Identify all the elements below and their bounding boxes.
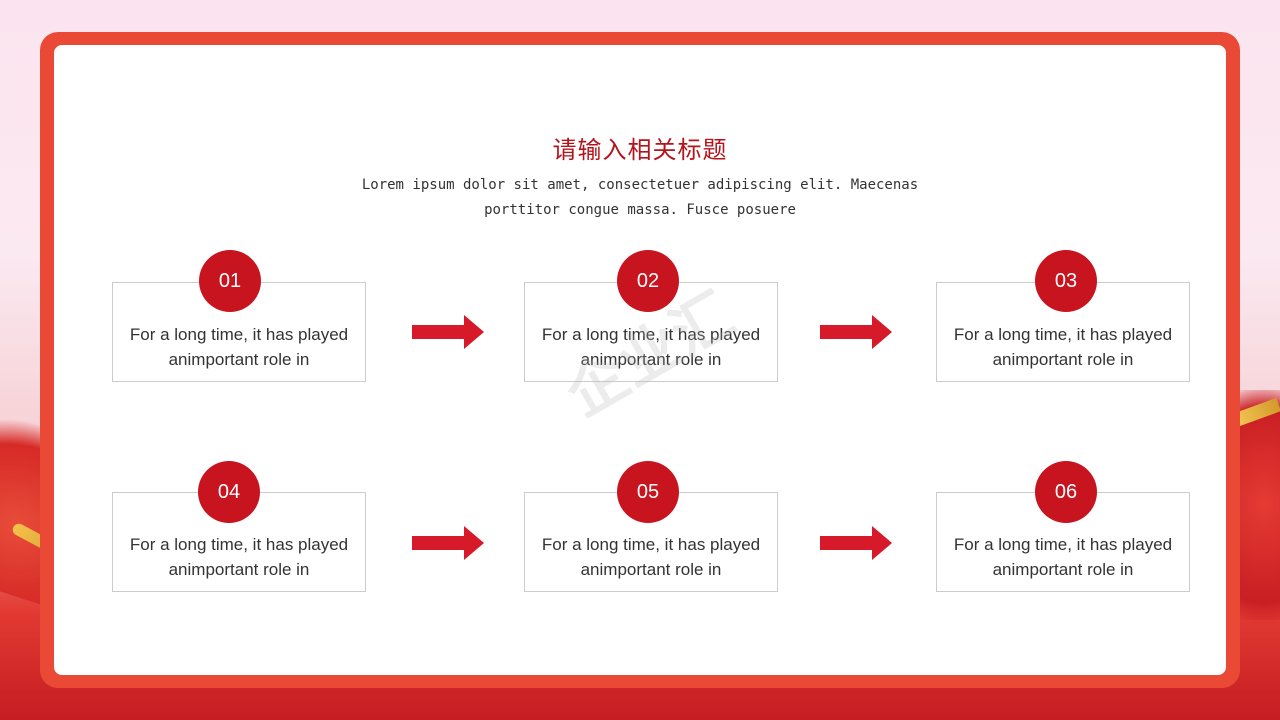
step-text-line2: animportant role in	[992, 350, 1134, 369]
step-text-line2: animportant role in	[580, 560, 722, 579]
slide-title: 请输入相关标题	[552, 136, 728, 164]
step-text-line1: For a long time, it has played	[953, 535, 1173, 554]
step-number-badge-2: 02	[617, 250, 679, 312]
step-text-line1: For a long time, it has played	[129, 325, 349, 344]
step-text-line2: animportant role in	[168, 560, 310, 579]
step-text-line1: For a long time, it has played	[953, 325, 1173, 344]
step-text-3: For a long time, it has played animporta…	[937, 322, 1189, 372]
step-number-badge-6: 06	[1035, 461, 1097, 523]
arrow-right-icon	[820, 315, 892, 349]
step-number-badge-5: 05	[617, 461, 679, 523]
subtitle-line-1: Lorem ipsum dolor sit amet, consectetuer…	[361, 177, 919, 193]
step-text-1: For a long time, it has played animporta…	[113, 322, 365, 372]
step-number-badge-3: 03	[1035, 250, 1097, 312]
arrow-right-icon	[412, 526, 484, 560]
step-text-5: For a long time, it has played animporta…	[525, 532, 777, 582]
step-text-6: For a long time, it has played animporta…	[937, 532, 1189, 582]
arrow-right-icon	[820, 526, 892, 560]
step-text-line1: For a long time, it has played	[129, 535, 349, 554]
step-text-line2: animportant role in	[580, 350, 722, 369]
subtitle-line-2: porttitor congue massa. Fusce posuere	[484, 202, 796, 218]
step-text-line1: For a long time, it has played	[541, 535, 761, 554]
slide-subtitle: Lorem ipsum dolor sit amet, consectetuer…	[300, 173, 980, 223]
step-number-badge-4: 04	[198, 461, 260, 523]
step-text-line2: animportant role in	[992, 560, 1134, 579]
step-box-2: For a long time, it has played animporta…	[524, 282, 778, 382]
step-number-badge-1: 01	[199, 250, 261, 312]
step-text-line2: animportant role in	[168, 350, 310, 369]
step-text-line1: For a long time, it has played	[541, 325, 761, 344]
step-text-2: For a long time, it has played animporta…	[525, 322, 777, 372]
arrow-right-icon	[412, 315, 484, 349]
step-box-6: For a long time, it has played animporta…	[936, 492, 1190, 592]
step-text-4: For a long time, it has played animporta…	[113, 532, 365, 582]
